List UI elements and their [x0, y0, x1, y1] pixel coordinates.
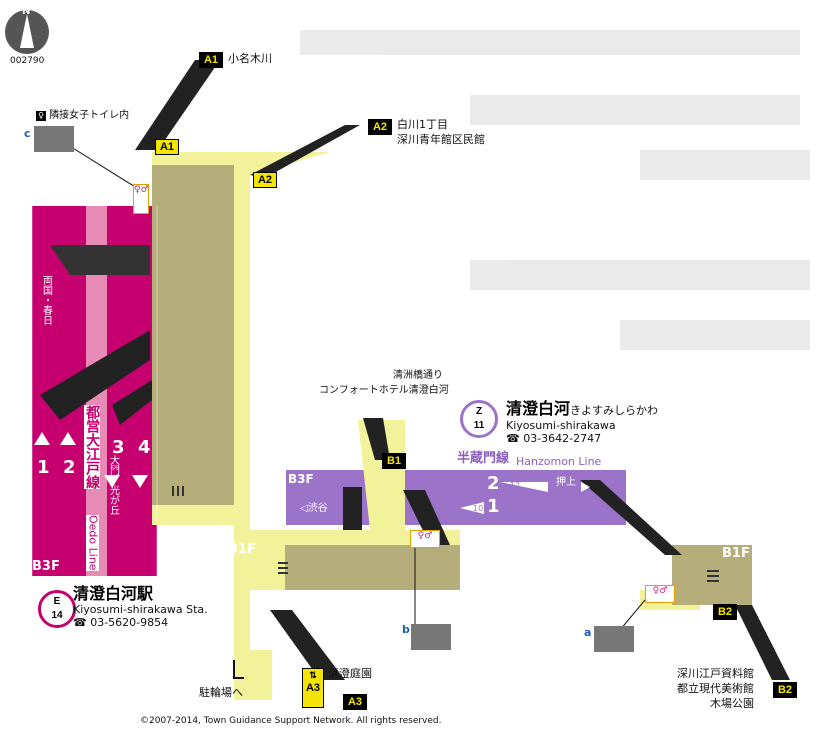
- elevator-icon: ⇅: [309, 670, 317, 680]
- north-label: N: [22, 6, 31, 17]
- hanzomon-track-1: 1: [487, 496, 500, 517]
- map-id: 002790: [10, 56, 45, 66]
- hanzomon-track-2: 2: [487, 473, 500, 494]
- exit-a2-destination-1: 白川1丁目: [397, 118, 448, 131]
- oedo-direction-right: 大門・光が丘: [107, 455, 119, 515]
- restroom-icon-a: ♀♂: [645, 585, 675, 603]
- exit-b1-sign[interactable]: B1: [382, 453, 406, 469]
- exit-a1-destination: 小名木川: [228, 52, 272, 65]
- level-b3f-oedo: B3F: [32, 559, 60, 574]
- oedo-platform-edges: [31, 206, 158, 576]
- oedo-car-markers: [34, 432, 148, 488]
- stairways: [40, 60, 790, 680]
- exit-a2-marker[interactable]: A2: [253, 172, 277, 188]
- oedo-car-3: 15: [108, 465, 117, 473]
- copyright: ©2007-2014, Town Guidance Support Networ…: [140, 716, 442, 726]
- station-z-name: 清澄白河: [506, 399, 571, 418]
- bicycle-arrow-icon: [233, 660, 244, 679]
- restroom-icon: ♀♂: [133, 184, 149, 214]
- stair-glyphs: [172, 486, 719, 582]
- exit-b2-destination-1: 深川江戸資料館: [677, 667, 754, 680]
- hanzomon-line-name: 半蔵門線: [457, 451, 510, 466]
- station-e-phone: ☎ 03-5620-9854: [73, 616, 169, 629]
- hanzomon-direction-oshiage: 押上: [556, 477, 576, 488]
- exit-b2-destination-2: 都立現代美術館: [677, 682, 754, 695]
- station-z-roman: Kiyosumi-shirakawa: [506, 419, 616, 432]
- station-e-letter: E: [53, 596, 61, 607]
- exit-a2-sign[interactable]: A2: [368, 119, 392, 135]
- exit-b2-destination-3: 木場公園: [710, 697, 754, 710]
- accessible-toilet-c-icon: [34, 126, 74, 152]
- accessible-toilet-b-icon: [411, 624, 451, 650]
- exit-a1-marker[interactable]: A1: [155, 139, 179, 155]
- exit-a1-sign[interactable]: A1: [199, 52, 223, 68]
- level-b1f-main: B1F: [228, 542, 256, 557]
- exit-b2-marker[interactable]: B2: [713, 604, 737, 620]
- hanzomon-direction-shibuya: ◁渋谷: [300, 503, 328, 514]
- oedo-track-1: 1: [37, 457, 50, 478]
- exit-a2-destination-2: 深川青年館区民館: [397, 133, 485, 146]
- station-z-kana: きよすみしらかわ: [570, 404, 659, 417]
- station-z-badge: Z 11: [460, 400, 498, 438]
- exit-a3-sign[interactable]: A3: [343, 694, 367, 710]
- exit-a3-destination: 清澄庭園: [328, 667, 372, 680]
- oshiage-arrow-icon: [581, 482, 590, 492]
- oedo-track-3: 3: [112, 437, 125, 458]
- toilet-b-label: b: [402, 623, 410, 636]
- phone-icon: ☎: [506, 432, 520, 445]
- oedo-line-name: 都営大江戸線: [84, 405, 101, 489]
- accessible-toilet-a-icon: [594, 626, 634, 652]
- level-b1f-east: B1F: [722, 546, 750, 561]
- b1f-corridor: [152, 152, 700, 700]
- restroom-icon-b: ♀♂: [410, 530, 440, 548]
- hanzomon-car-10: 10: [473, 504, 484, 513]
- toilet-c-note: ♀ 隣接女子トイレ内: [36, 110, 129, 122]
- station-z-letter: Z: [475, 406, 483, 417]
- exit-b1-destination-2: コンフォートホテル清澄白河: [319, 385, 449, 396]
- toilet-a-label: a: [584, 626, 592, 639]
- oedo-car-4: 15: [136, 465, 145, 473]
- level-b3f-hanzomon: B3F: [288, 472, 314, 486]
- exit-a3-marker[interactable]: ⇅ A3: [302, 668, 324, 708]
- toilet-c-label: c: [24, 127, 31, 140]
- bicycle-parking-label: 駐輪場へ: [199, 686, 243, 699]
- station-e-roman: Kiyosumi-shirakawa Sta.: [73, 603, 208, 616]
- oedo-car-2: 13: [63, 445, 72, 453]
- phone-icon: ☎: [73, 616, 87, 629]
- background-watermark: [300, 30, 810, 350]
- station-e-name: 清澄白河駅: [73, 584, 154, 603]
- hanzomon-arrow-east: [500, 482, 548, 492]
- north-arrow: [5, 10, 49, 54]
- hanzomon-line-roman: Hanzomon Line: [516, 455, 602, 468]
- station-z-phone: ☎ 03-3642-2747: [506, 432, 602, 445]
- oedo-line-roman: Oedo Line: [86, 515, 100, 571]
- exit-b2-sign[interactable]: B2: [773, 682, 797, 698]
- oedo-track-4: 4: [138, 437, 151, 458]
- station-z-number: 11: [473, 420, 485, 431]
- hanzomon-platform: [286, 470, 626, 525]
- station-e-number: 14: [51, 610, 63, 621]
- platform-blocks: [152, 165, 752, 605]
- oedo-track-2: 2: [63, 457, 76, 478]
- hanzomon-arrow-west: [460, 502, 484, 514]
- exit-b1-destination-1: 清洲橋通り: [393, 370, 443, 381]
- station-e-badge: E 14: [38, 590, 76, 628]
- station-z-title: 清澄白河きよすみしらかわ: [506, 399, 659, 418]
- hanzomon-car-12: 12: [510, 481, 521, 490]
- female-icon: ♀: [36, 111, 46, 121]
- oedo-car-1: 13: [37, 445, 46, 453]
- oedo-direction-left: 両国・春日: [40, 275, 52, 325]
